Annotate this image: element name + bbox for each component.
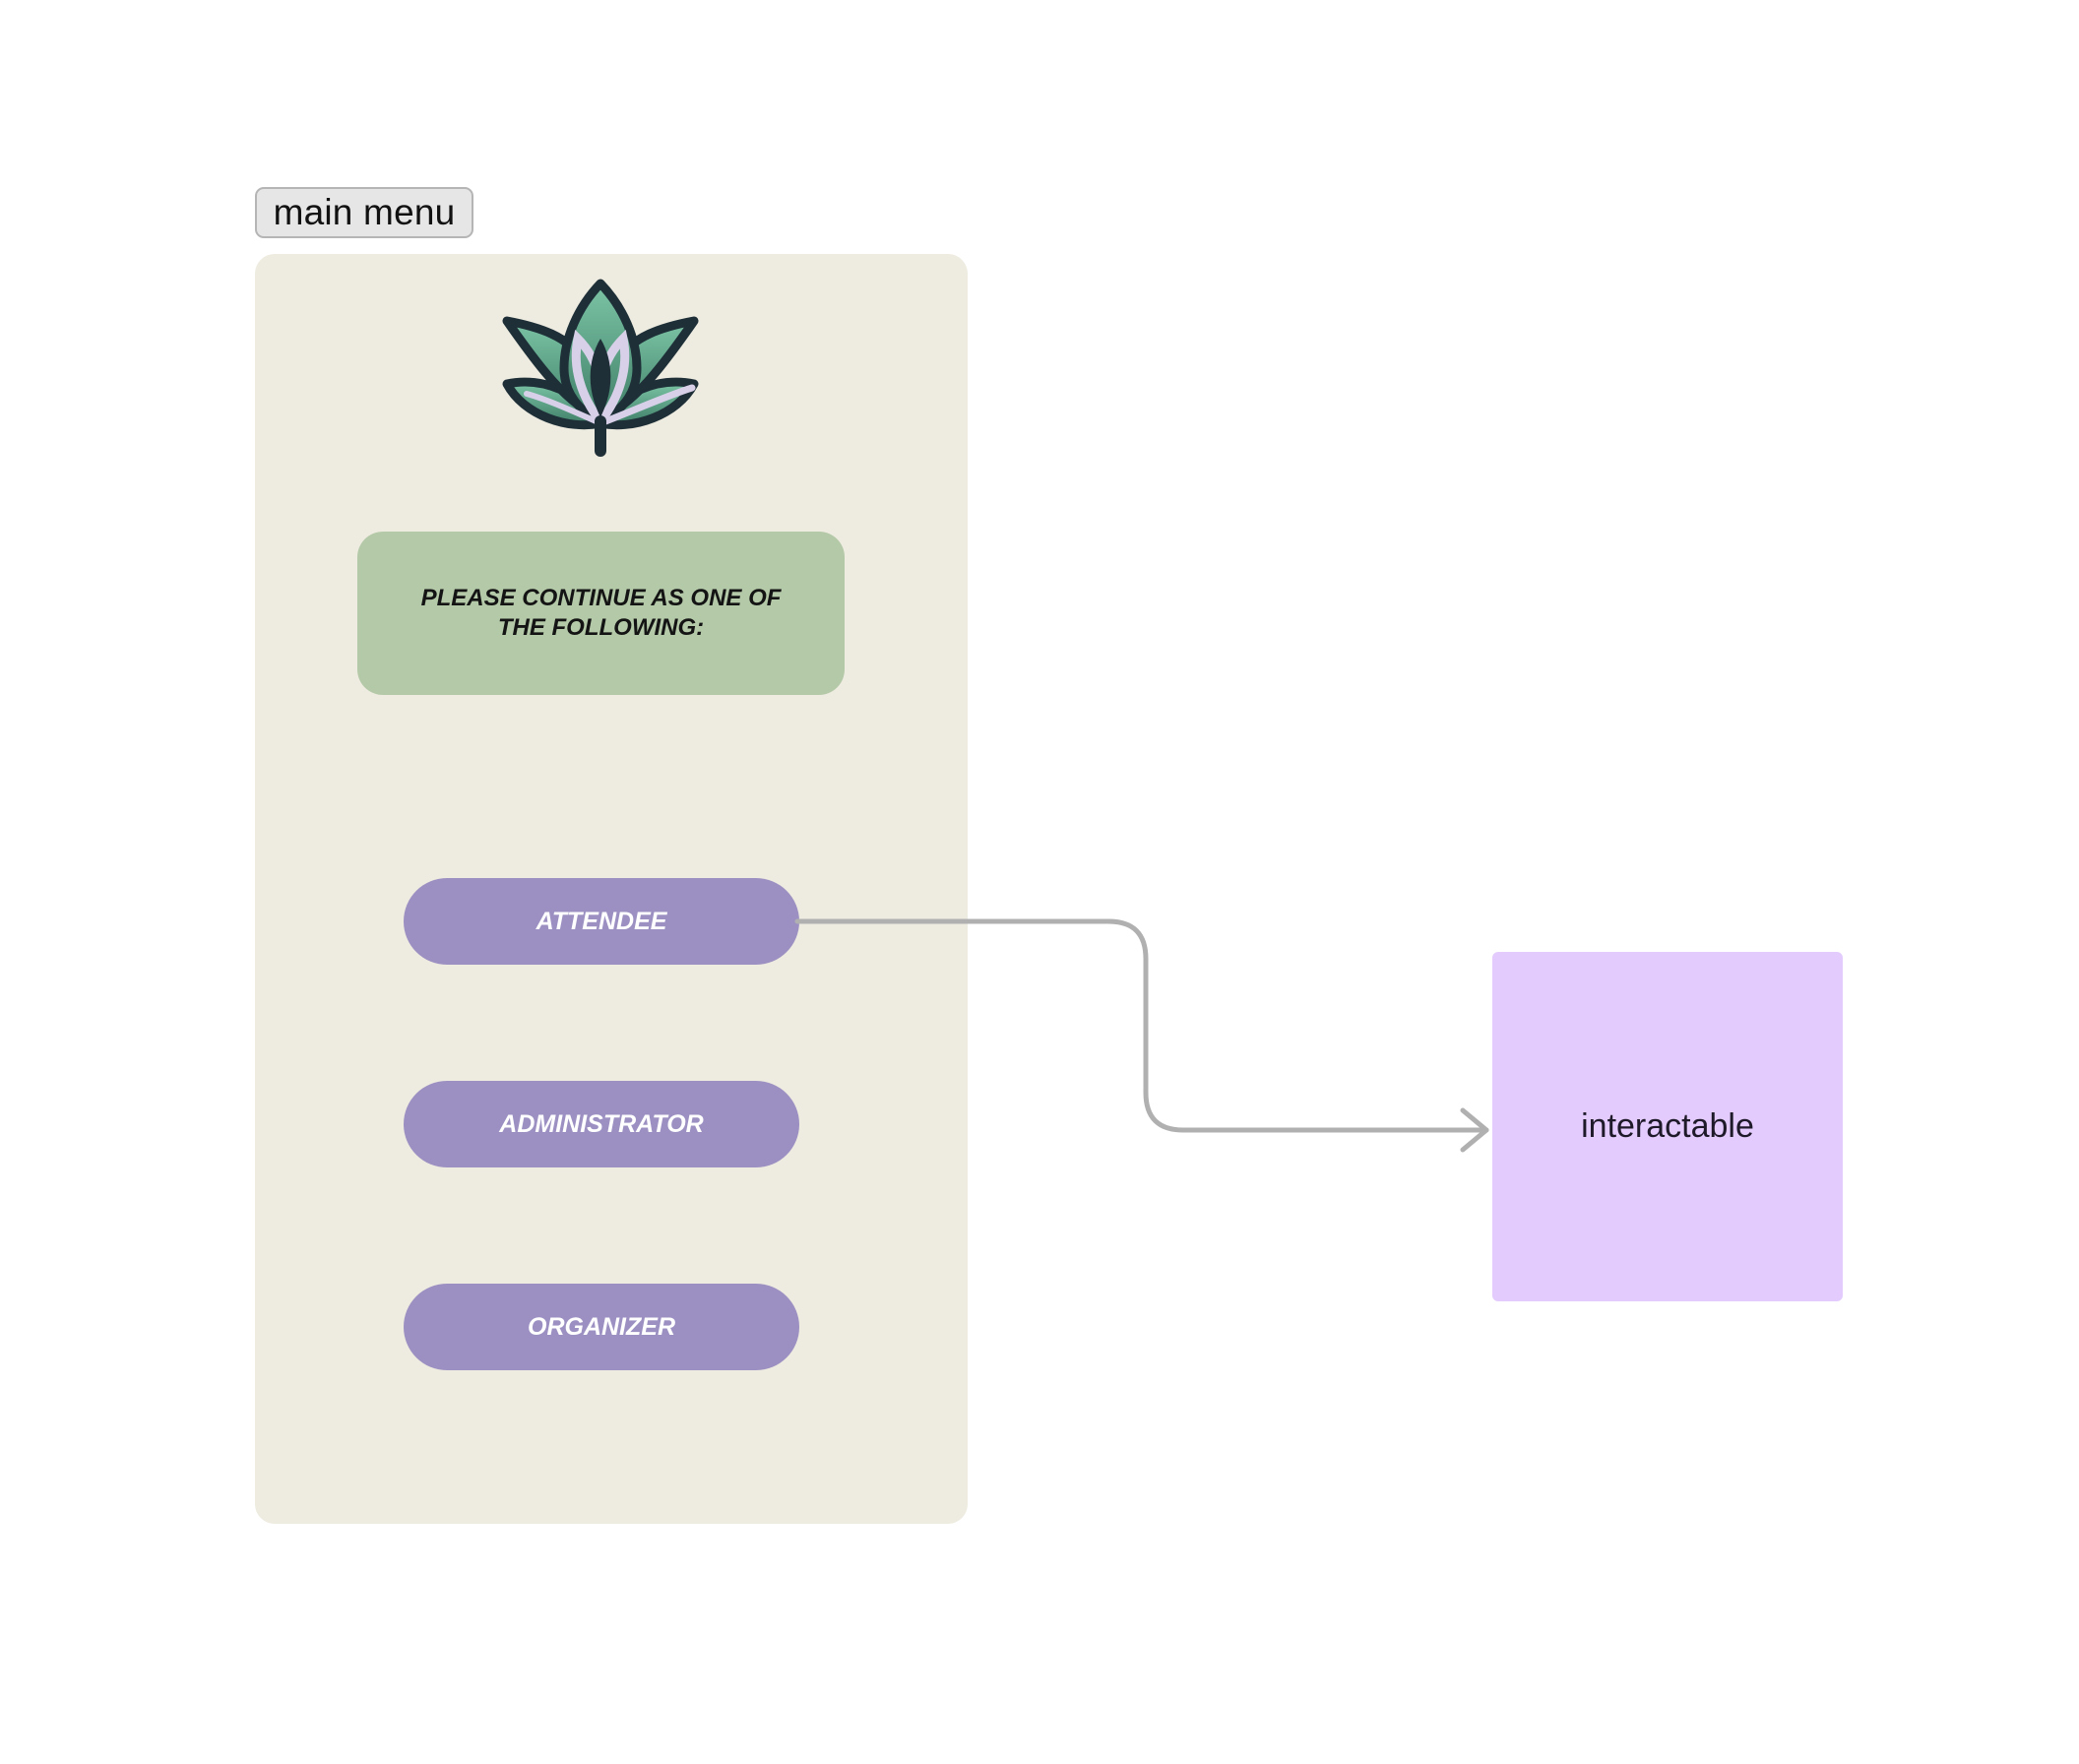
target-label: interactable: [1581, 1107, 1754, 1145]
role-prompt-text: PLEASE CONTINUE AS ONE OF THE FOLLOWING:: [420, 585, 782, 641]
frame-label-main-menu[interactable]: main menu: [255, 187, 473, 238]
attendee-button[interactable]: ATTENDEE: [404, 878, 799, 965]
lotus-icon: [499, 278, 702, 461]
administrator-button-label: ADMINISTRATOR: [499, 1109, 704, 1138]
interactable-target-frame[interactable]: interactable: [1492, 952, 1843, 1301]
main-menu-frame: PLEASE CONTINUE AS ONE OF THE FOLLOWING:…: [255, 254, 968, 1524]
arrow-head-icon: [1460, 1107, 1489, 1153]
organizer-button-label: ORGANIZER: [528, 1312, 675, 1341]
role-prompt-box: PLEASE CONTINUE AS ONE OF THE FOLLOWING:: [357, 532, 845, 695]
attendee-button-label: ATTENDEE: [536, 907, 667, 935]
organizer-button[interactable]: ORGANIZER: [404, 1284, 799, 1370]
administrator-button[interactable]: ADMINISTRATOR: [404, 1081, 799, 1167]
